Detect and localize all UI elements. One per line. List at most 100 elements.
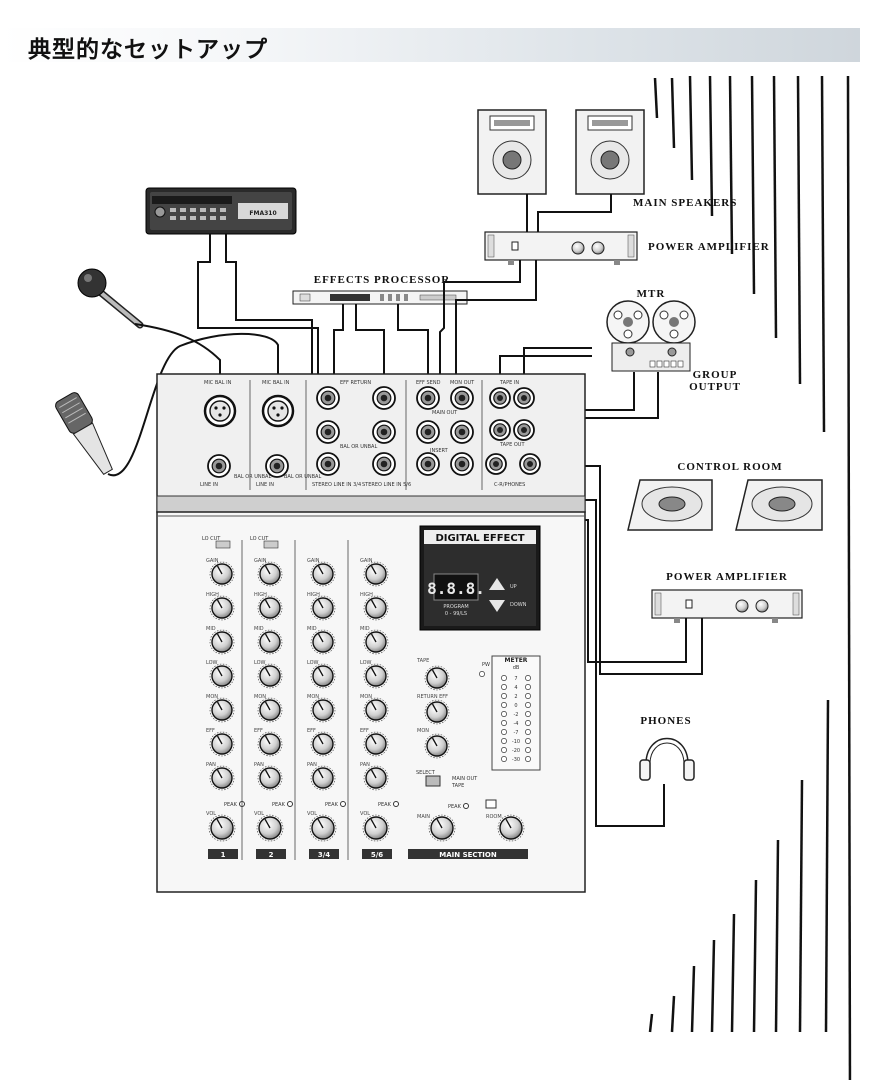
stripe-line <box>824 699 830 1033</box>
deck-display: FMA310 <box>249 210 276 217</box>
knob-label: PAN <box>360 762 370 768</box>
main-knob[interactable] <box>428 814 456 842</box>
stripe-line <box>772 75 778 339</box>
channel-knob[interactable] <box>209 765 235 791</box>
lo-cut-switch[interactable] <box>263 540 279 549</box>
channel-knob[interactable] <box>257 561 283 587</box>
rear-jack[interactable] <box>416 386 440 410</box>
volume-knob[interactable] <box>208 814 236 842</box>
stripe-line <box>798 779 804 1033</box>
peak-label: PEAK <box>224 802 238 808</box>
channel-knob[interactable] <box>310 561 336 587</box>
channel-knob[interactable] <box>209 663 235 689</box>
channel-knob[interactable] <box>257 629 283 655</box>
volume-knob[interactable] <box>362 814 390 842</box>
channel-knob[interactable] <box>363 765 389 791</box>
line-in-1-jack[interactable] <box>207 454 231 478</box>
channel-number: 3/4 <box>318 851 330 859</box>
mic-input-2-xlr[interactable] <box>261 394 295 428</box>
label-line-in-1: LINE IN <box>200 482 218 488</box>
rear-jack[interactable] <box>372 452 396 476</box>
knob-label: PAN <box>206 762 216 768</box>
rear-jack[interactable] <box>372 386 396 410</box>
channel-knob[interactable] <box>209 561 235 587</box>
label-effects-processor: EFFECTS PROCESSOR <box>314 274 451 286</box>
meter-led <box>501 720 507 726</box>
channel-knob[interactable] <box>310 629 336 655</box>
channel-number: 1 <box>221 851 226 859</box>
volume-knob[interactable] <box>256 814 284 842</box>
return-eff-knob[interactable] <box>424 699 450 725</box>
channel-knob[interactable] <box>310 663 336 689</box>
rca-jack[interactable] <box>513 419 535 441</box>
meter-led <box>525 738 531 744</box>
channel-knob[interactable] <box>363 561 389 587</box>
rear-jack[interactable] <box>450 420 474 444</box>
channel-knob[interactable] <box>257 663 283 689</box>
up-arrow-icon[interactable] <box>489 578 505 590</box>
channel-knob[interactable] <box>257 595 283 621</box>
channel-knob[interactable] <box>257 697 283 723</box>
meter-led <box>525 711 531 717</box>
label-bal-unbal-1: BAL OR UNBAL <box>234 474 271 480</box>
channel-knob[interactable] <box>363 731 389 757</box>
rear-jack[interactable] <box>416 452 440 476</box>
channel-knob[interactable] <box>209 731 235 757</box>
rca-jack[interactable] <box>489 387 511 409</box>
rca-jack[interactable] <box>489 419 511 441</box>
channel-strips: LO CUTGAINHIGHMIDLOWMONEFFPANPEAKVOL1LO … <box>202 536 399 860</box>
line-in-2-jack[interactable] <box>265 454 289 478</box>
rear-jack[interactable] <box>372 420 396 444</box>
label-stereo-line-56: STEREO LINE IN 5/6 <box>362 482 411 488</box>
label-line-in-2: LINE IN <box>256 482 274 488</box>
meter-scale-label: 0 <box>514 703 517 709</box>
channel-knob[interactable] <box>363 697 389 723</box>
meter-led <box>501 729 507 735</box>
channel-knob[interactable] <box>257 765 283 791</box>
mon-knob[interactable] <box>424 733 450 759</box>
channel-knob[interactable] <box>257 731 283 757</box>
rear-jack[interactable] <box>316 452 340 476</box>
label-main-out: MAIN OUT <box>432 410 458 416</box>
knob-label: MON <box>360 694 372 700</box>
phones-jack[interactable] <box>519 453 541 475</box>
meter-led <box>525 756 531 762</box>
tape-knob[interactable] <box>424 665 450 691</box>
channel-knob[interactable] <box>209 697 235 723</box>
lo-cut-switch[interactable] <box>215 540 231 549</box>
channel-knob[interactable] <box>310 765 336 791</box>
room-knob[interactable] <box>497 814 525 842</box>
channel-knob[interactable] <box>209 629 235 655</box>
volume-knob[interactable] <box>309 814 337 842</box>
select-switch[interactable] <box>425 775 441 787</box>
channel-knob[interactable] <box>363 595 389 621</box>
stripe-line <box>728 75 734 255</box>
knob-label: LOW <box>360 660 372 666</box>
rear-jack[interactable] <box>316 420 340 444</box>
down-arrow-icon[interactable] <box>489 600 505 612</box>
mtr-recorder <box>606 300 696 372</box>
label-return-eff-knob: RETURN EFF <box>417 694 448 700</box>
knob-label: GAIN <box>206 558 219 564</box>
channel-knob[interactable] <box>310 595 336 621</box>
channel-knob[interactable] <box>310 697 336 723</box>
stripe-line <box>648 1013 654 1033</box>
rca-jack[interactable] <box>513 387 535 409</box>
meter-led <box>501 684 507 690</box>
rear-jack[interactable] <box>450 452 474 476</box>
channel-knob[interactable] <box>209 595 235 621</box>
meter-led <box>525 684 531 690</box>
channel-knob[interactable] <box>363 663 389 689</box>
knob-label: HIGH <box>254 592 267 598</box>
mic-input-1-xlr[interactable] <box>203 394 237 428</box>
stripe-line <box>670 77 676 149</box>
channel-knob[interactable] <box>310 731 336 757</box>
channel-knob[interactable] <box>363 629 389 655</box>
knob-label: LOW <box>206 660 218 666</box>
control-room-jack[interactable] <box>485 453 507 475</box>
rear-jack[interactable] <box>450 386 474 410</box>
knob-label: MID <box>307 626 317 632</box>
rear-jack[interactable] <box>316 386 340 410</box>
rear-jack[interactable] <box>416 420 440 444</box>
